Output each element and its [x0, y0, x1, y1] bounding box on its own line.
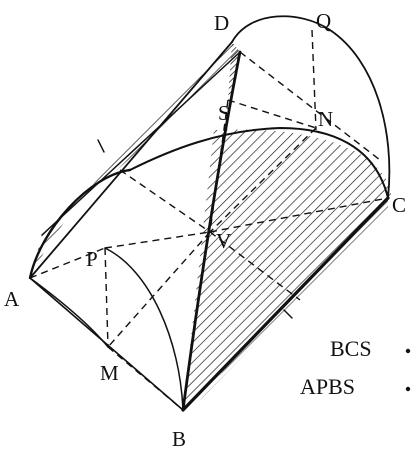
front-left-arc: [28, 168, 132, 280]
dashed-s-v: [209, 99, 229, 233]
right-hatched-surface: [183, 129, 392, 410]
dashed-a-p: [29, 247, 106, 279]
note-bcs: BCS: [330, 336, 372, 361]
tick-mark-left: [97, 139, 105, 153]
label-point-v: V: [216, 229, 231, 253]
edge-b-c: [181, 196, 390, 412]
dashed-mid-right: [209, 231, 301, 301]
edge-inner-left: [41, 51, 241, 236]
note-dot-2: [405, 386, 411, 392]
label-point-q: Q: [316, 9, 331, 33]
dashed-v-c: [209, 197, 389, 233]
arc-p-b: [104, 247, 184, 411]
dashed-q-n-diagonal: [239, 51, 381, 161]
dashed-p-v: [104, 231, 211, 249]
label-point-m: M: [100, 361, 119, 385]
label-point-d: D: [214, 11, 229, 35]
dashed-n-v: [209, 127, 317, 233]
top-semicircle: [231, 15, 391, 199]
dashed-v-m: [107, 231, 211, 348]
dashed-p-m: [104, 247, 109, 348]
label-point-a: A: [4, 287, 20, 311]
dashed-q-n: [311, 29, 317, 131]
dashed-upper-inner: [119, 169, 211, 233]
edge-b-d: [181, 50, 242, 412]
dashed-s-n: [227, 99, 317, 129]
dashed-m-b: [107, 346, 184, 411]
edge-a-d: [29, 41, 233, 279]
note-dot-1: [405, 348, 411, 354]
tick-mark-right: [283, 309, 293, 319]
label-point-p: P: [86, 247, 98, 271]
note-apbs: APBS: [300, 374, 355, 399]
hatched-region-d-s: [228, 42, 240, 100]
label-point-n: N: [318, 107, 333, 131]
label-point-b: B: [172, 427, 186, 451]
label-point-c: C: [392, 193, 406, 217]
arc-a-m: [29, 277, 109, 348]
label-point-s: S: [218, 101, 230, 125]
front-rim-curve: [129, 127, 389, 199]
